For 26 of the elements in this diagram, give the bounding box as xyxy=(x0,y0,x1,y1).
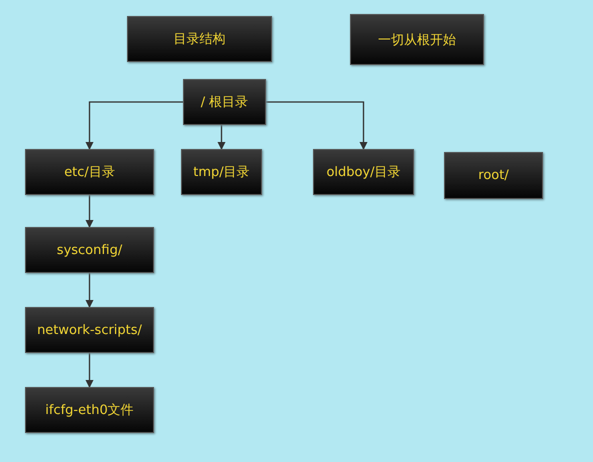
arrow xyxy=(86,195,94,228)
box-label: etc/目录 xyxy=(64,164,115,181)
directory-box xyxy=(25,149,154,195)
arrow xyxy=(86,101,183,150)
directory-box xyxy=(25,387,154,433)
box-label: tmp/目录 xyxy=(193,164,250,181)
box-label: sysconfig/ xyxy=(56,242,122,258)
directory-box xyxy=(350,14,484,65)
directory-box xyxy=(25,227,154,273)
directory-box xyxy=(444,152,543,199)
arrow xyxy=(86,353,94,388)
box-label: oldboy/目录 xyxy=(326,164,401,181)
arrow xyxy=(86,273,94,308)
directory-box xyxy=(181,149,262,195)
box-label: 一切从根开始 xyxy=(378,32,456,48)
directory-box xyxy=(183,79,266,125)
box-label: ifcfg-eth0文件 xyxy=(45,402,134,419)
box-label: / 根目录 xyxy=(200,94,248,111)
box-label: network-scripts/ xyxy=(37,322,142,338)
directory-box xyxy=(127,16,272,62)
directory-box xyxy=(25,307,154,353)
directory-box xyxy=(313,149,414,195)
box-label: root/ xyxy=(478,168,509,183)
box-label: 目录结构 xyxy=(174,31,226,48)
arrow xyxy=(266,101,368,150)
arrow xyxy=(218,125,226,150)
